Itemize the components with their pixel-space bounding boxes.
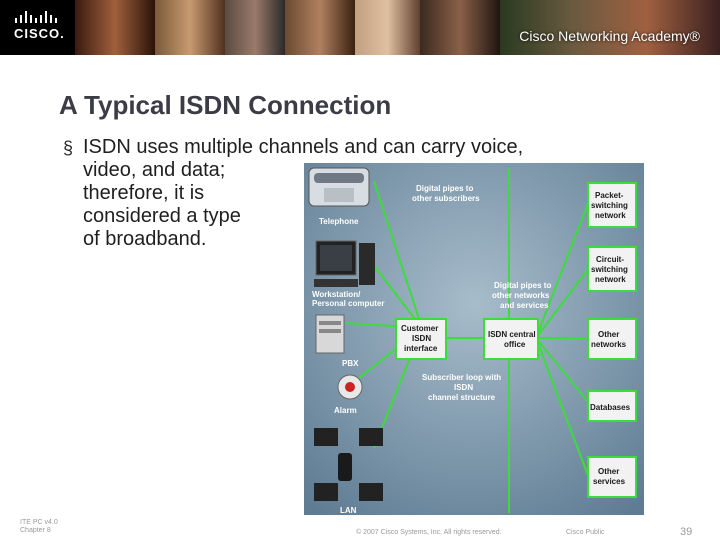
label-pipes-subscribers-2: other subscribers: [412, 194, 480, 203]
other-services-box: [587, 456, 637, 498]
other-networks-box: [587, 318, 637, 360]
pbx-icon: [315, 314, 345, 354]
banner-photo-5: [355, 0, 420, 55]
label-packet-1: Packet-: [595, 191, 624, 200]
packet-switching-box: [587, 182, 637, 228]
label-pipes-networks-2: other networks: [492, 291, 550, 300]
label-pipes-subscribers-1: Digital pipes to: [416, 184, 473, 193]
isdn-central-office-box: [483, 318, 539, 360]
slide-title: A Typical ISDN Connection: [59, 90, 392, 120]
label-customer-1: Customer: [401, 324, 438, 333]
isdn-diagram: Telephone Workstation/ Personal computer…: [304, 163, 644, 515]
label-packet-2: switching: [591, 201, 628, 210]
label-customer-3: interface: [404, 344, 438, 353]
label-pipes-networks-3: and services: [500, 301, 549, 310]
banner-photo-3: [225, 0, 285, 55]
label-customer-2: ISDN: [412, 334, 431, 343]
label-pipes-networks-1: Digital pipes to: [494, 281, 551, 290]
label-other-networks-2: networks: [591, 340, 627, 349]
label-loop-1: Subscriber loop with: [422, 373, 501, 382]
bullet-marker: §: [63, 138, 74, 158]
banner-photo-4: [285, 0, 355, 55]
label-circuit-2: switching: [591, 265, 628, 274]
label-circuit-3: network: [595, 275, 626, 284]
circuit-switching-box: [587, 246, 637, 292]
footer-copyright: © 2007 Cisco Systems, Inc. All rights re…: [356, 529, 502, 536]
header-banner: CISCO. Cisco Networking Academy®: [0, 0, 720, 55]
telephone-icon: [308, 167, 370, 207]
lan-icon: [314, 428, 383, 501]
banner-photo-6: [420, 0, 500, 55]
databases-box: [587, 390, 637, 422]
customer-isdn-interface-box: [395, 318, 447, 360]
banner-photo-7: [500, 0, 720, 55]
label-loop-2: ISDN: [454, 383, 473, 392]
label-alarm: Alarm: [334, 406, 357, 415]
label-packet-3: network: [595, 211, 626, 220]
label-loop-3: channel structure: [428, 393, 496, 402]
workstation-icon: [314, 240, 375, 287]
footer-course: ITE PC v4.0 Chapter 8: [20, 519, 58, 534]
footer-classification: Cisco Public: [566, 529, 605, 536]
label-other-services-1: Other: [598, 467, 619, 476]
label-workstation-2: Personal computer: [312, 299, 384, 308]
label-pbx: PBX: [342, 359, 359, 368]
bullet-text: ISDN uses multiple channels and can carr…: [83, 136, 524, 250]
label-databases: Databases: [590, 403, 631, 412]
label-other-services-2: services: [593, 477, 626, 486]
page-number: 39: [680, 526, 693, 538]
alarm-icon: [337, 374, 363, 400]
label-workstation-1: Workstation/: [312, 290, 361, 299]
label-central-1: ISDN central: [488, 330, 536, 339]
label-telephone: Telephone: [319, 217, 359, 226]
banner-photo-1: [75, 0, 155, 55]
label-circuit-1: Circuit-: [596, 255, 624, 264]
banner-photo-2: [155, 0, 225, 55]
label-other-networks-1: Other: [598, 330, 619, 339]
cisco-wordmark: CISCO.: [14, 26, 65, 41]
cisco-bridge-icon: [15, 11, 57, 23]
label-lan: LAN: [340, 506, 357, 515]
cisco-logo: CISCO.: [14, 10, 65, 41]
label-central-2: office: [504, 340, 526, 349]
academy-title: Cisco Networking Academy®: [519, 28, 700, 44]
